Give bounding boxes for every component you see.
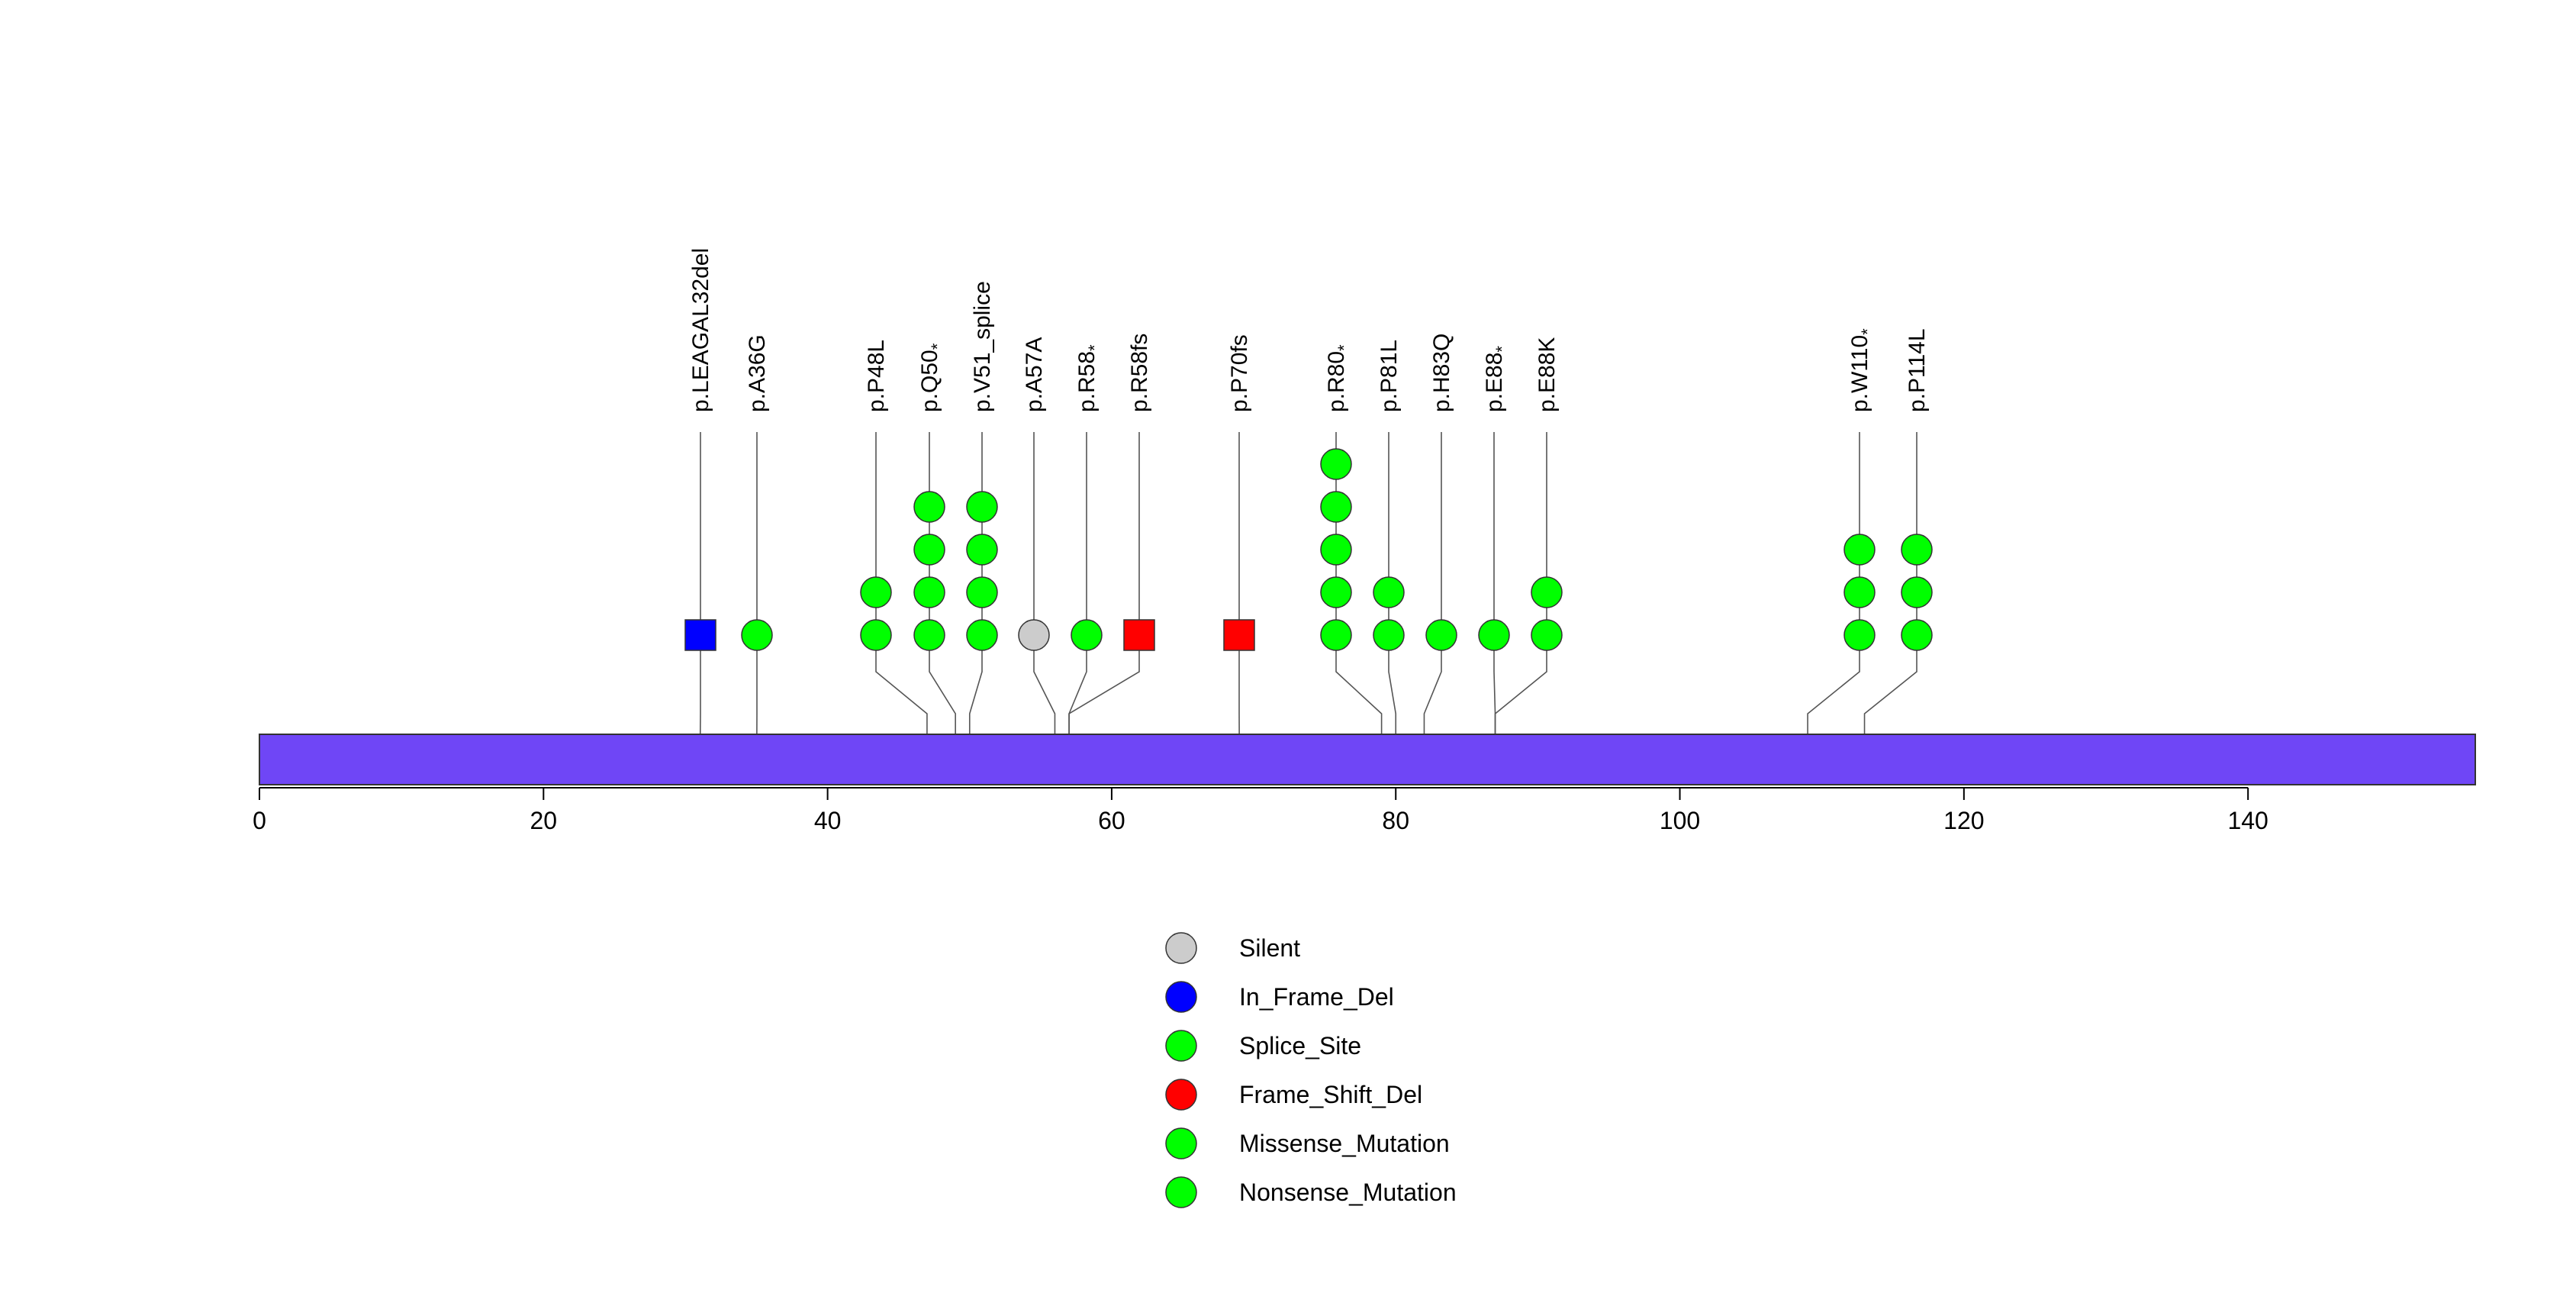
mutation-label: p.P48L [864, 340, 889, 412]
mutation-marker [1320, 491, 1352, 523]
mutation-stem [1068, 432, 1087, 785]
mutation-stem [1033, 432, 1056, 785]
legend-swatch [1165, 1176, 1197, 1208]
legend-label: Frame_Shift_Del [1239, 1081, 1422, 1108]
x-tick-label: 60 [1098, 807, 1125, 834]
mutation-marker [684, 619, 716, 651]
mutation-label: p.A57A [1022, 337, 1047, 412]
mutation-marker [913, 491, 945, 523]
mutation-stem [1807, 432, 1860, 785]
mutation-markers [684, 448, 1933, 651]
mutation-marker [1843, 619, 1876, 651]
x-tick-label: 0 [253, 807, 266, 834]
mutation-label: p.R58fs [1127, 334, 1152, 412]
mutation-stem [929, 432, 956, 785]
legend-label: Nonsense_Mutation [1239, 1179, 1457, 1206]
mutation-marker [1425, 619, 1457, 651]
mutation-stem [1068, 432, 1140, 785]
mutation-marker [1843, 534, 1876, 566]
mutation-marker [860, 619, 892, 651]
mutation-marker [1478, 619, 1510, 651]
mutation-marker [966, 491, 998, 523]
mutation-marker [1320, 576, 1352, 608]
mutation-marker [1373, 619, 1405, 651]
legend-swatch [1165, 1030, 1197, 1062]
mutation-marker [1901, 534, 1933, 566]
mutation-stem [1335, 432, 1383, 785]
mutation-marker [913, 534, 945, 566]
mutation-marker [860, 576, 892, 608]
mutation-label: p.H83Q [1429, 334, 1454, 412]
nonsense-star: * [1085, 344, 1104, 351]
protein-domain-bar [259, 734, 2476, 785]
x-tick-label: 80 [1382, 807, 1409, 834]
mutation-label: p.LEAGAL32del [688, 248, 713, 412]
mutation-marker [966, 534, 998, 566]
mutation-marker [1531, 619, 1563, 651]
mutation-label: p.A36G [745, 334, 770, 412]
mutation-label: p.R80* [1324, 344, 1354, 412]
mutation-marker [1901, 576, 1933, 608]
legend-swatch [1165, 981, 1197, 1013]
mutation-label: p.Q50* [917, 343, 947, 412]
mutation-label: p.E88K [1534, 337, 1560, 412]
mutation-marker [1373, 576, 1405, 608]
legend-label: In_Frame_Del [1239, 983, 1394, 1011]
x-axis: 0 20 40 60 80 100 120 140 [253, 787, 2268, 834]
mutation-stem [1423, 432, 1442, 785]
mutation-label: p.R58* [1074, 344, 1104, 412]
mutation-marker [1071, 619, 1103, 651]
x-tick-label: 120 [1943, 807, 1984, 834]
mutation-label: p.P70fs [1227, 334, 1252, 412]
legend-label: Silent [1239, 934, 1300, 962]
mutation-marker [913, 619, 945, 651]
x-tick-label: 100 [1660, 807, 1700, 834]
mutation-label: p.P114L [1905, 328, 1930, 412]
nonsense-star: * [1858, 328, 1877, 335]
legend-label: Missense_Mutation [1239, 1130, 1450, 1157]
nonsense-star: * [928, 343, 947, 350]
mutation-marker [1901, 619, 1933, 651]
mutation-labels: p.LEAGAL32del p.A36G p.P48L p.Q50* p.V51_spl… [688, 248, 1930, 412]
legend-swatch [1165, 932, 1197, 964]
mutation-label: p.E88* [1482, 346, 1512, 412]
nonsense-star: * [1492, 346, 1512, 353]
legend: SilentIn_Frame_DelSplice_SiteFrame_Shift… [1165, 932, 1457, 1208]
mutation-marker [1320, 619, 1352, 651]
mutation-marker [913, 576, 945, 608]
mutation-stem [1388, 432, 1397, 785]
x-tick-label: 40 [814, 807, 842, 834]
mutation-marker [1320, 534, 1352, 566]
mutation-stems [699, 432, 1918, 785]
mutation-label: p.V51_splice [970, 281, 995, 412]
legend-swatch [1165, 1127, 1197, 1159]
mutation-marker [1223, 619, 1255, 651]
x-tick-label: 20 [530, 807, 558, 834]
mutation-marker [741, 619, 773, 651]
legend-label: Splice_Site [1239, 1032, 1361, 1059]
legend-swatch [1165, 1079, 1197, 1111]
mutation-marker [1018, 619, 1050, 651]
mutation-label: p.W110* [1847, 328, 1877, 412]
mutation-stem [1494, 432, 1547, 785]
mutation-marker [1123, 619, 1155, 651]
mutation-stem [875, 432, 928, 785]
mutation-marker [1320, 448, 1352, 480]
x-tick-label: 140 [2227, 807, 2268, 834]
mutation-marker [966, 576, 998, 608]
mutation-stem [968, 432, 983, 785]
nonsense-star: * [1335, 344, 1354, 351]
mutation-stem [1863, 432, 1918, 785]
mutation-marker [966, 619, 998, 651]
mutation-marker [1531, 576, 1563, 608]
mutation-label: p.P81L [1377, 340, 1402, 412]
mutation-marker [1843, 576, 1876, 608]
